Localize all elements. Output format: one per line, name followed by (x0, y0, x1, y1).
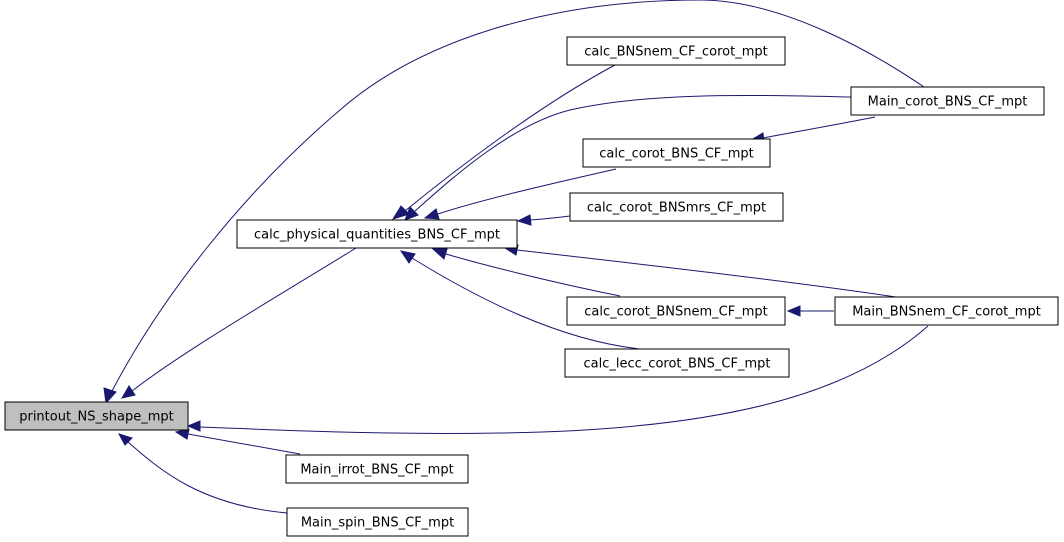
edge-calc-lecc-to-calc-phys (399, 250, 641, 350)
edge-calc-phys-to-printout (120, 247, 357, 399)
node-calc-corot-bnsnem[interactable]: calc_corot_BNSnem_CF_mpt (566, 296, 786, 326)
node-label: calc_lecc_corot_BNS_CF_mpt (584, 357, 771, 372)
node-calc-lecc[interactable]: calc_lecc_corot_BNS_CF_mpt (564, 348, 790, 378)
edge-main-corot-to-calc-phys (404, 94, 852, 221)
edge-main-spin-to-printout (117, 433, 288, 514)
node-label: Main_irrot_BNS_CF_mpt (300, 463, 453, 478)
node-label: calc_corot_BNSnem_CF_mpt (584, 305, 767, 320)
node-calc-phys[interactable]: calc_physical_quantities_BNS_CF_mpt (236, 219, 518, 249)
node-printout-root[interactable]: printout_NS_shape_mpt (4, 401, 189, 431)
edge-calc-corot-to-calc-phys (423, 168, 617, 220)
node-main-irrot[interactable]: Main_irrot_BNS_CF_mpt (285, 454, 469, 484)
node-main-spin[interactable]: Main_spin_BNS_CF_mpt (286, 507, 469, 537)
edge-main-bnsnem-to-calc-phys (503, 244, 897, 298)
node-main-corot[interactable]: Main_corot_BNS_CF_mpt (850, 86, 1045, 116)
node-label: Main_corot_BNS_CF_mpt (868, 95, 1028, 110)
edge-bnsmrs-to-calc-phys (516, 214, 571, 226)
node-label: Main_BNSnem_CF_corot_mpt (852, 305, 1041, 320)
edge-calc-corot-bnsnem-to-calc-phys (431, 248, 621, 297)
node-calc-bnsmrs[interactable]: calc_corot_BNSmrs_CF_mpt (569, 192, 784, 222)
edge-main-irrot-to-printout (174, 428, 301, 455)
node-label: printout_NS_shape_mpt (19, 410, 174, 425)
node-main-bnsnem[interactable]: Main_BNSnem_CF_corot_mpt (834, 296, 1059, 326)
node-calc-bnsnem-corot[interactable]: calc_BNSnem_CF_corot_mpt (566, 36, 786, 66)
node-label: calc_corot_BNS_CF_mpt (599, 147, 754, 162)
node-label: calc_physical_quantities_BNS_CF_mpt (254, 228, 500, 243)
node-label: calc_corot_BNSmrs_CF_mpt (587, 201, 766, 216)
node-calc-corot[interactable]: calc_corot_BNS_CF_mpt (582, 138, 771, 168)
edge-main-bnsnem-to-calc-corot-bnsnem (786, 305, 834, 317)
edge-bnsnem-corot-to-calc-phys (391, 64, 616, 220)
edge-main-corot-to-printout (103, 0, 928, 405)
edge-main-bnsnem-to-printout (186, 325, 929, 434)
node-label: calc_BNSnem_CF_corot_mpt (584, 45, 767, 60)
node-label: Main_spin_BNS_CF_mpt (301, 516, 454, 531)
